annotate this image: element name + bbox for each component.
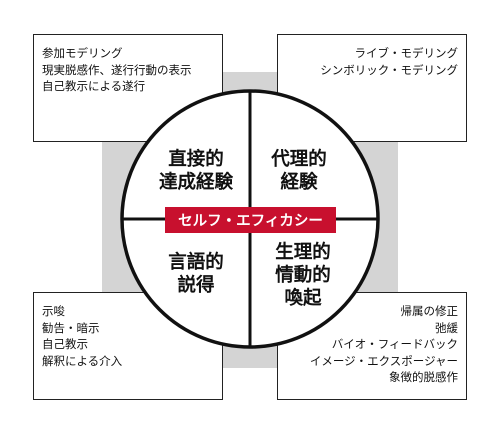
quadrant-label: 説得	[177, 274, 214, 296]
box-line: イメージ・エクスポージャー	[309, 353, 458, 368]
box-line: 自己教示	[42, 337, 88, 351]
quadrant-label: 喚起	[284, 287, 322, 309]
quadrant-label: 生理的	[275, 241, 331, 263]
quadrant-label: 達成経験	[159, 171, 234, 193]
box-line: 現実脱感作、遂行行動の表示	[42, 62, 192, 77]
box-line: 帰属の修正	[400, 304, 459, 318]
box-line: 勧告・暗示	[42, 320, 100, 335]
quadrant-label: 代理的	[270, 148, 327, 170]
center-band	[165, 207, 336, 233]
box-line: 示唆	[42, 304, 65, 318]
box-line: バイオ・フィードバック	[331, 337, 458, 351]
quadrant-label: 言語的	[168, 251, 224, 273]
box-line: シンボリック・モデリング	[320, 62, 458, 77]
box-line: 象徴的脱感作	[389, 370, 458, 384]
box-line: 解釈による介入	[42, 353, 123, 368]
quadrant-label: 直接的	[168, 148, 224, 170]
box-line: 自己教示による遂行	[42, 79, 146, 93]
quadrant-label: 経験	[280, 171, 318, 193]
box-line: 参加モデリング	[42, 46, 123, 60]
box-bottom-left: 示唆 勧告・暗示 自己教示 解釈による介入	[33, 292, 223, 400]
box-line: 弛緩	[435, 320, 458, 335]
center-label: セルフ・エフィカシー	[178, 213, 323, 230]
quadrant-label: 情動的	[275, 264, 331, 286]
box-line: ライブ・モデリング	[354, 46, 459, 60]
